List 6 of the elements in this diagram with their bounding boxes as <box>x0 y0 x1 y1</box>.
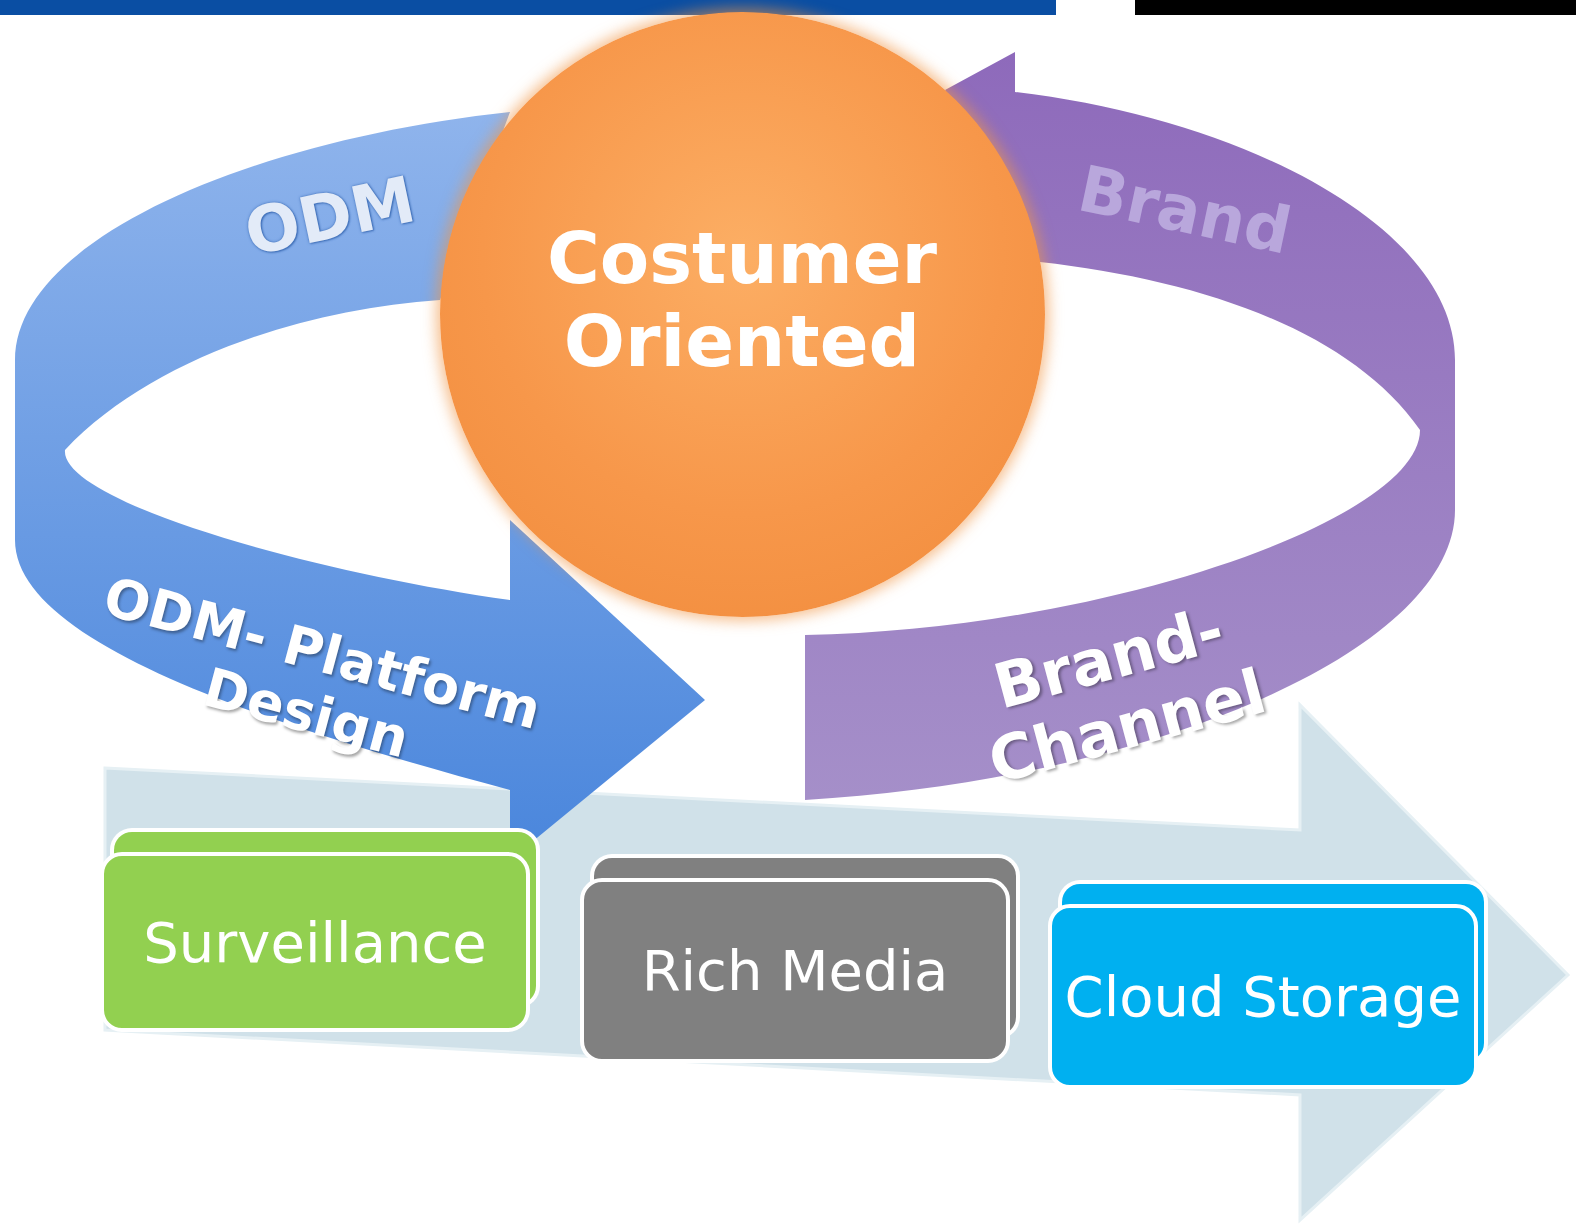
circle-label: Costumer Oriented <box>545 217 939 383</box>
box-label: Surveillance <box>143 909 487 975</box>
ribbon-title: Brand <box>1071 150 1299 271</box>
box-label: Cloud Storage <box>1064 964 1462 1029</box>
box-label: Rich Media <box>641 938 949 1003</box>
ribbon-title: ODM <box>237 161 423 273</box>
